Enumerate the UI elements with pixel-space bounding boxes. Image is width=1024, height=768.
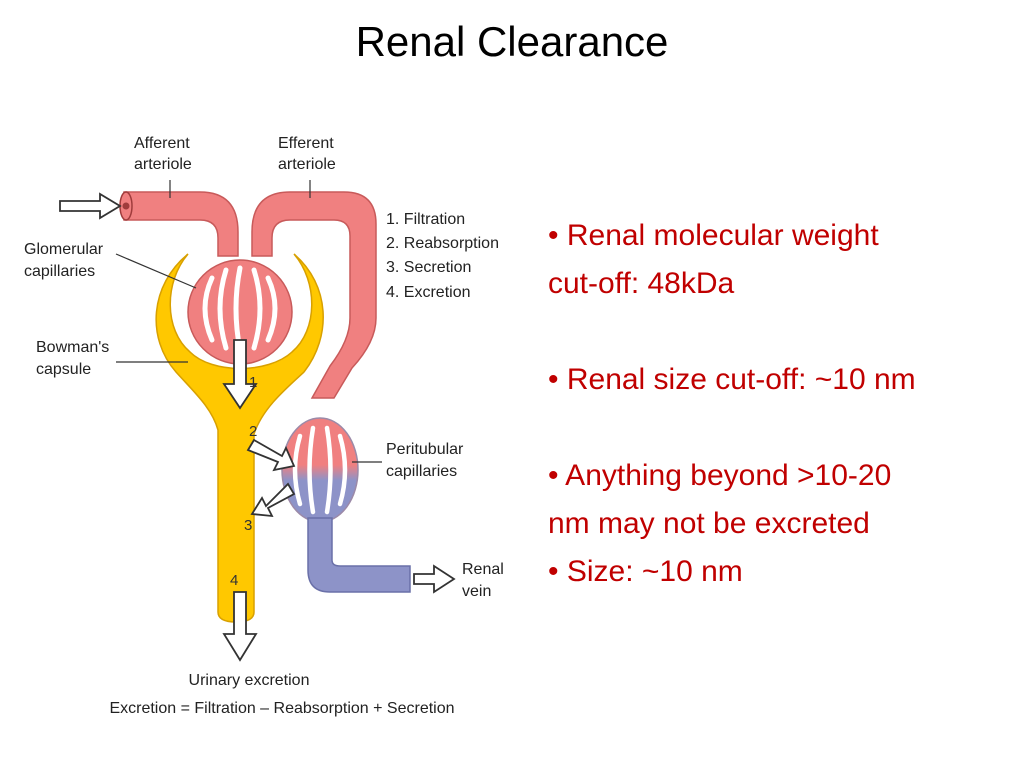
step-number: 2	[249, 423, 257, 440]
peritubular-loops	[292, 425, 348, 515]
leader-lines	[115, 180, 382, 463]
label-glomerular-2: capillaries	[24, 263, 95, 280]
step-number: 4	[230, 572, 238, 589]
excretion-arrow	[222, 591, 258, 662]
label-afferent-1: Afferent	[134, 135, 190, 152]
slide-title: Renal Clearance	[355, 18, 669, 65]
step-item: 3. Secretion	[386, 259, 471, 276]
bullet-mw-line2: cut-off: 48kDa	[548, 267, 735, 300]
label-renal-vein-2: vein	[462, 583, 491, 600]
label-afferent-2: arteriole	[134, 156, 192, 173]
excretion-equation: Excretion = Filtration – Reabsorption + …	[109, 700, 454, 717]
step-item: 2. Reabsorption	[386, 235, 499, 252]
label-bowman-2: capsule	[36, 361, 91, 378]
bullet-beyond-line1: • Anything beyond >10-20	[548, 459, 892, 492]
efferent-arteriole	[251, 191, 377, 399]
arrows	[59, 192, 456, 662]
bullet-size: • Size: ~10 nm	[548, 555, 743, 588]
label-urinary-excretion: Urinary excretion	[189, 672, 310, 689]
bullet-size-cutoff: • Renal size cut-off: ~10 nm	[548, 363, 916, 396]
step-item: 4. Excretion	[386, 284, 470, 301]
step-item: 1. Filtration	[386, 211, 465, 228]
step-number: 1	[249, 374, 257, 391]
label-peritubular-2: capillaries	[386, 463, 457, 480]
renal-vein	[307, 517, 411, 593]
label-renal-vein-1: Renal	[462, 561, 504, 578]
label-glomerular-1: Glomerular	[24, 241, 104, 258]
label-peritubular-1: Peritubular	[386, 441, 464, 458]
reabsorption-arrow	[246, 438, 296, 472]
bullet-mw-line1: • Renal molecular weight	[548, 219, 879, 252]
label-efferent-2: arteriole	[278, 156, 336, 173]
step-number: 3	[244, 517, 252, 534]
filtration-arrow	[222, 339, 258, 410]
label-bowman-1: Bowman's	[36, 339, 109, 356]
afferent-opening-dot	[122, 202, 130, 210]
label-efferent-1: Efferent	[278, 135, 334, 152]
bullet-beyond-line2: nm may not be excreted	[548, 507, 870, 540]
secretion-arrow	[250, 482, 296, 518]
input-arrow	[59, 192, 122, 220]
bullet-list: • Renal molecular weight cut-off: 48kDa …	[548, 212, 1008, 596]
renal-vein-arrow	[413, 564, 456, 594]
afferent-arteriole	[123, 191, 239, 257]
